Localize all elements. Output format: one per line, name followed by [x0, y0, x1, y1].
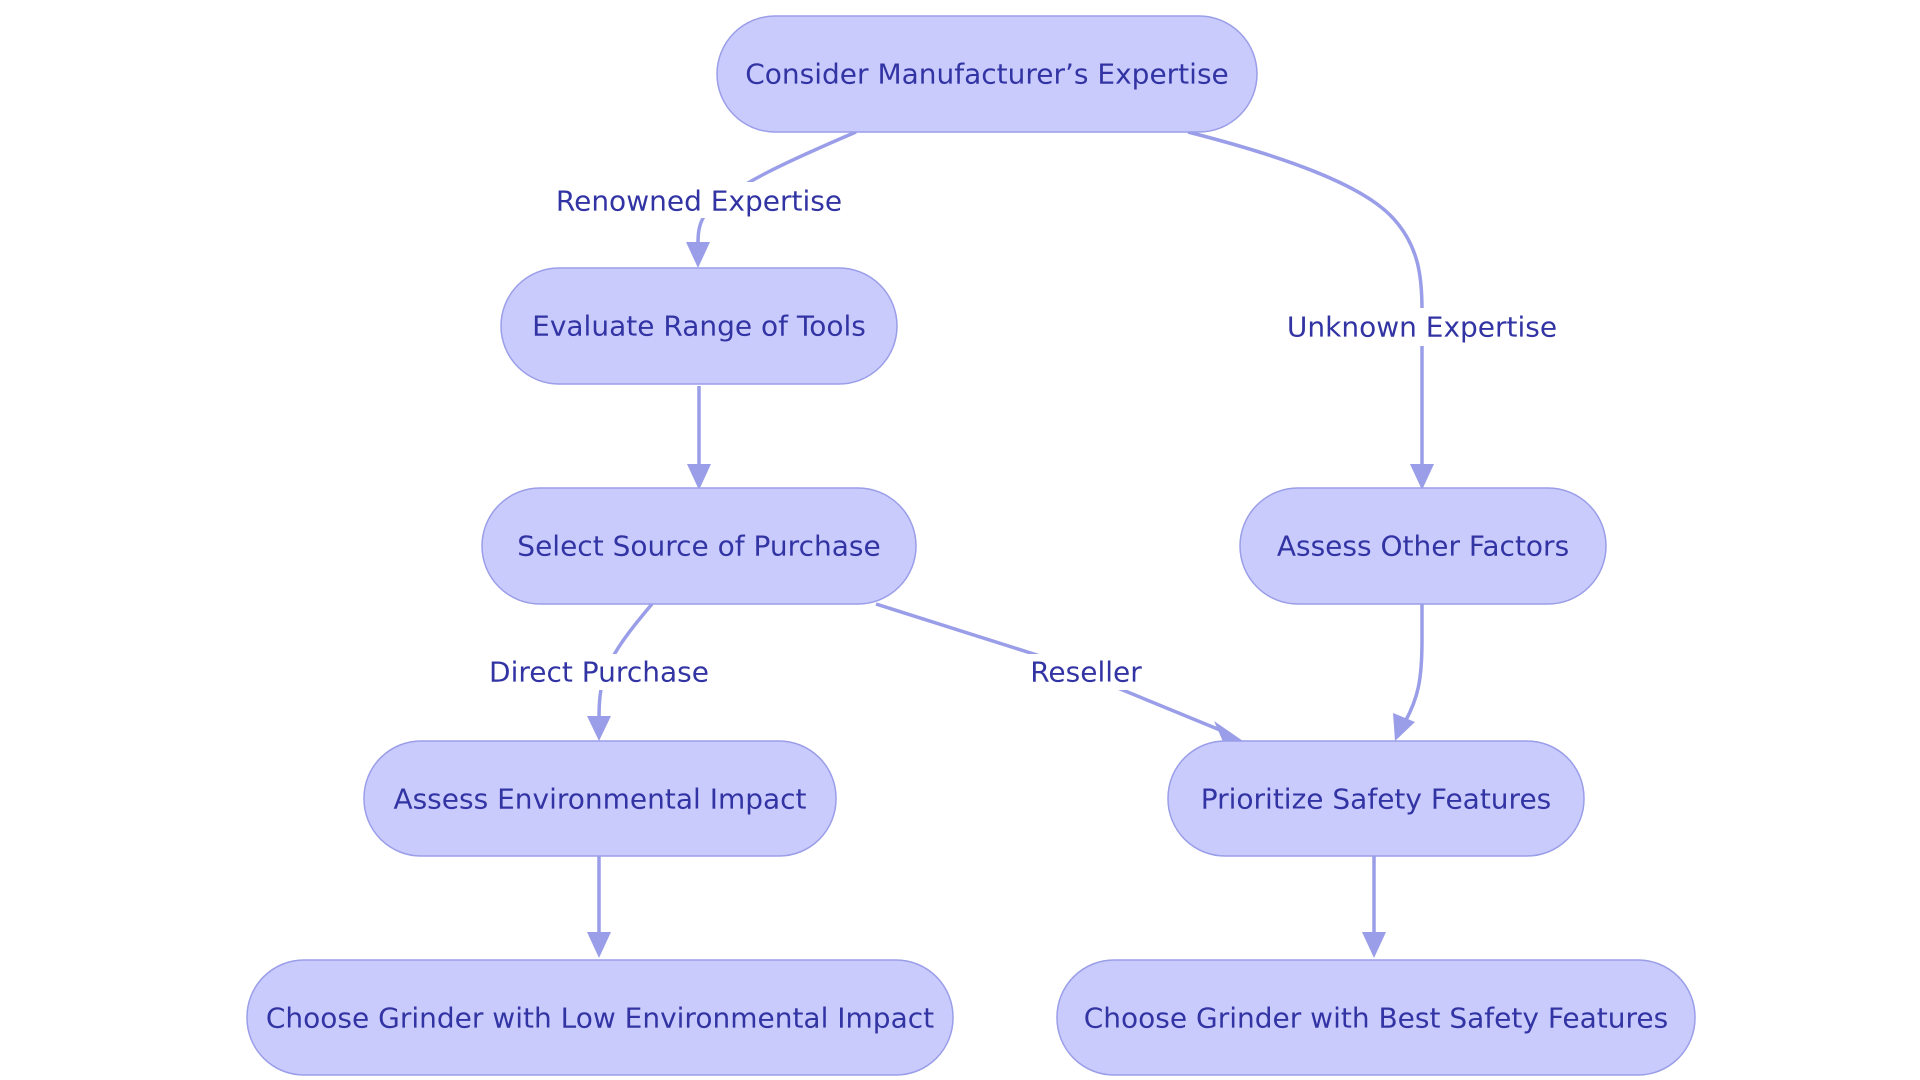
- node-label: Evaluate Range of Tools: [532, 310, 866, 343]
- arrowhead-icon: [1362, 932, 1386, 958]
- edge-evaluate-to-select: [687, 386, 711, 490]
- node-evaluate-range-of-tools[interactable]: Evaluate Range of Tools: [500, 267, 898, 385]
- edge-consider-to-assess-other: Unknown Expertise: [1187, 130, 1557, 490]
- node-assess-other-factors[interactable]: Assess Other Factors: [1239, 487, 1607, 605]
- edge-label-background: [562, 182, 836, 218]
- node-shape: [1056, 959, 1696, 1076]
- node-label: Assess Environmental Impact: [393, 783, 806, 816]
- node-label: Prioritize Safety Features: [1201, 783, 1552, 816]
- edge-label-direct-purchase: Direct Purchase: [489, 656, 709, 689]
- edge-line: [1403, 604, 1424, 723]
- arrowhead-icon: [686, 242, 710, 268]
- edge-select-to-assess-env: Direct Purchase: [486, 602, 712, 741]
- arrowhead-icon: [1214, 721, 1243, 744]
- edge-line: [1187, 130, 1424, 470]
- edge-label-background: [1024, 654, 1148, 690]
- node-choose-grinder-low-environmental-impact[interactable]: Choose Grinder with Low Environmental Im…: [246, 959, 954, 1076]
- edge-label-renowned-expertise: Renowned Expertise: [556, 185, 842, 218]
- edge-assess-env-to-choose-env: [587, 856, 611, 958]
- edge-select-to-prioritize: Reseller: [875, 602, 1243, 744]
- edge-label-background: [486, 654, 712, 690]
- node-select-source-of-purchase[interactable]: Select Source of Purchase: [481, 487, 917, 605]
- node-label: Select Source of Purchase: [517, 530, 880, 563]
- node-shape: [716, 15, 1258, 133]
- arrowhead-icon: [587, 932, 611, 958]
- node-assess-environmental-impact[interactable]: Assess Environmental Impact: [363, 740, 837, 857]
- edge-prioritize-to-choose-safety: [1362, 856, 1386, 958]
- edge-label-reseller: Reseller: [1030, 656, 1142, 689]
- edge-label-unknown-expertise: Unknown Expertise: [1287, 311, 1557, 344]
- node-shape: [246, 959, 954, 1076]
- node-label: Choose Grinder with Best Safety Features: [1084, 1002, 1669, 1035]
- arrowhead-icon: [687, 464, 711, 490]
- arrowhead-icon: [587, 716, 611, 741]
- edge-label-background: [1290, 308, 1554, 346]
- node-shape: [500, 267, 898, 385]
- node-shape: [363, 740, 837, 857]
- edge-consider-to-evaluate: Renowned Expertise: [556, 130, 857, 268]
- node-shape: [481, 487, 917, 605]
- node-choose-grinder-best-safety-features[interactable]: Choose Grinder with Best Safety Features: [1056, 959, 1696, 1076]
- arrowhead-icon: [1393, 713, 1415, 741]
- node-consider-manufacturers-expertise[interactable]: Consider Manufacturer’s Expertise: [716, 15, 1258, 133]
- edge-assess-other-to-prioritize: [1393, 604, 1424, 741]
- node-prioritize-safety-features[interactable]: Prioritize Safety Features: [1167, 740, 1585, 857]
- node-label: Choose Grinder with Low Environmental Im…: [266, 1002, 934, 1035]
- node-label: Consider Manufacturer’s Expertise: [745, 58, 1229, 91]
- node-shape: [1239, 487, 1607, 605]
- arrowhead-icon: [1410, 464, 1434, 490]
- node-label: Assess Other Factors: [1277, 530, 1569, 563]
- node-shape: [1167, 740, 1585, 857]
